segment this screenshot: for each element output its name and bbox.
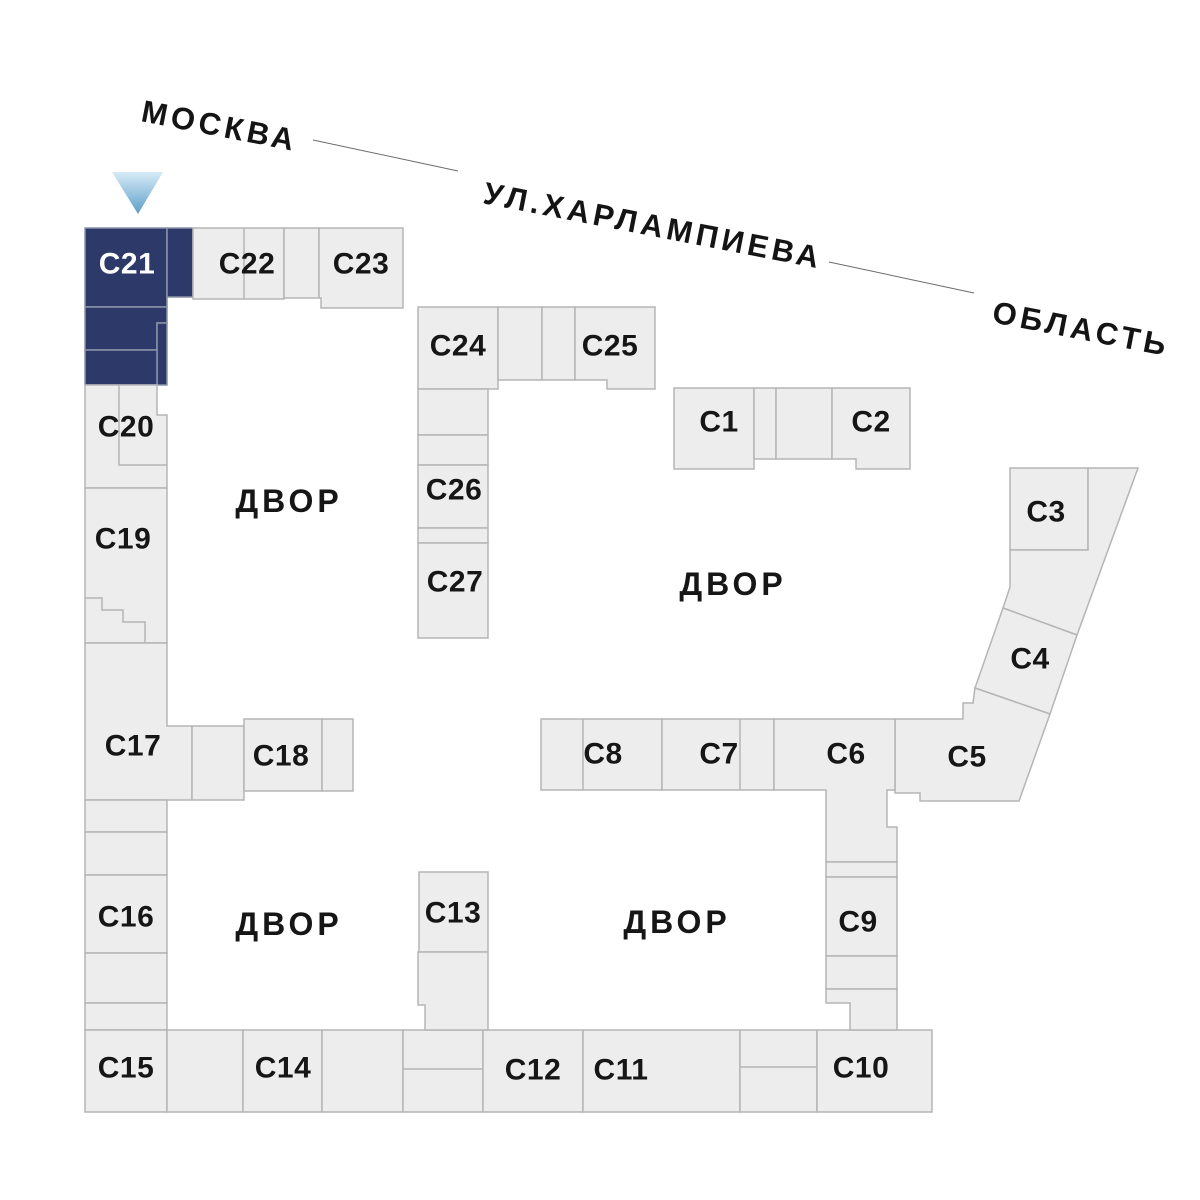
building-label-c19: C19 (95, 523, 152, 556)
street-label-oblast: ОБЛАСТЬ (990, 295, 1173, 364)
building-b-4[interactable] (739, 1029, 818, 1113)
building-c19[interactable] (84, 487, 168, 644)
building-c17-a[interactable] (191, 725, 245, 801)
building-label-c11: C11 (594, 1054, 649, 1087)
building-label-c2: C2 (851, 406, 890, 439)
building-c27[interactable] (417, 542, 489, 639)
courtyard-label-bottom-left: ДВОР (235, 906, 342, 942)
building-label-c16: C16 (98, 901, 155, 934)
building-c1-a[interactable] (753, 387, 777, 460)
building-label-c8: C8 (583, 738, 622, 771)
building-c24[interactable] (417, 306, 499, 390)
building-label-c3: C3 (1026, 496, 1065, 529)
building-label-c27: C27 (427, 566, 484, 599)
building-c17[interactable] (84, 642, 193, 801)
building-c26-b[interactable] (417, 434, 489, 466)
building-label-c4: C4 (1010, 643, 1049, 676)
courtyard-label-bottom-right: ДВОР (623, 904, 730, 940)
street-label-moscow: МОСКВА (139, 94, 301, 159)
building-c1[interactable] (673, 387, 755, 470)
building-b-1[interactable] (166, 1029, 244, 1113)
building-label-c1: C1 (699, 406, 738, 439)
building-c18-a[interactable] (321, 718, 354, 792)
building-c21-b[interactable] (84, 306, 168, 351)
building-label-c12: C12 (505, 1054, 562, 1087)
buildings-layer (84, 227, 1140, 1113)
building-label-c7: C7 (699, 738, 738, 771)
building-label-c5: C5 (947, 741, 986, 774)
building-label-c17: C17 (105, 730, 162, 763)
building-c24-a[interactable] (497, 306, 543, 381)
building-c22-a[interactable] (283, 227, 320, 299)
building-c1-b[interactable] (775, 387, 833, 460)
street-line-2 (828, 261, 975, 294)
building-b-3[interactable] (402, 1029, 484, 1113)
building-c6[interactable] (773, 718, 898, 863)
building-c13-a[interactable] (417, 951, 489, 1031)
building-label-c22: C22 (219, 248, 276, 281)
building-c21-c[interactable] (156, 322, 168, 386)
building-c23[interactable] (318, 227, 404, 309)
building-divider-4 (118, 385, 167, 466)
courtyard-label-top-right: ДВОР (679, 566, 786, 602)
courtyard-layer: ДВОР ДВОР ДВОР ДВОР (235, 483, 786, 942)
building-label-c24: C24 (430, 330, 487, 363)
building-c5[interactable] (894, 686, 1051, 802)
building-label-c13: C13 (425, 897, 482, 930)
building-c9-b[interactable] (825, 955, 898, 990)
building-c21-a[interactable] (166, 227, 194, 298)
building-b-2[interactable] (321, 1029, 404, 1113)
building-c2[interactable] (831, 387, 911, 470)
building-label-c20: C20 (98, 411, 155, 444)
building-l-4[interactable] (84, 1002, 168, 1031)
building-label-c9: C9 (838, 906, 877, 939)
building-label-c6: C6 (826, 738, 865, 771)
building-l-2[interactable] (84, 831, 168, 876)
building-divider-5 (85, 597, 146, 643)
dividers-layer (85, 228, 817, 1070)
courtyard-label-top-left: ДВОР (235, 483, 342, 519)
building-label-c10: C10 (833, 1052, 890, 1085)
building-c3-a[interactable] (1002, 467, 1140, 636)
building-label-c15: C15 (98, 1052, 155, 1085)
building-label-c23: C23 (333, 248, 390, 281)
selected-building-marker-icon (112, 172, 163, 214)
building-c21-d[interactable] (84, 349, 158, 386)
building-l-3[interactable] (84, 952, 168, 1004)
building-label-c26: C26 (426, 474, 483, 507)
building-l-1[interactable] (84, 799, 168, 833)
building-label-c14: C14 (255, 1052, 312, 1085)
building-label-c18: C18 (253, 740, 310, 773)
building-label-c21: C21 (99, 248, 156, 281)
building-c9-a[interactable] (825, 861, 898, 878)
street-label-kharlampieva: УЛ.ХАРЛАМПИЕВА (481, 176, 826, 276)
building-c26-a[interactable] (417, 388, 489, 436)
building-c27-a[interactable] (417, 527, 489, 544)
building-c24-b[interactable] (541, 306, 576, 381)
building-label-c25: C25 (582, 330, 639, 363)
building-c9-c[interactable] (825, 988, 898, 1031)
building-c22[interactable] (192, 227, 285, 300)
street-lines (312, 139, 975, 294)
building-c25[interactable] (574, 306, 656, 390)
street-line-1 (312, 139, 459, 172)
